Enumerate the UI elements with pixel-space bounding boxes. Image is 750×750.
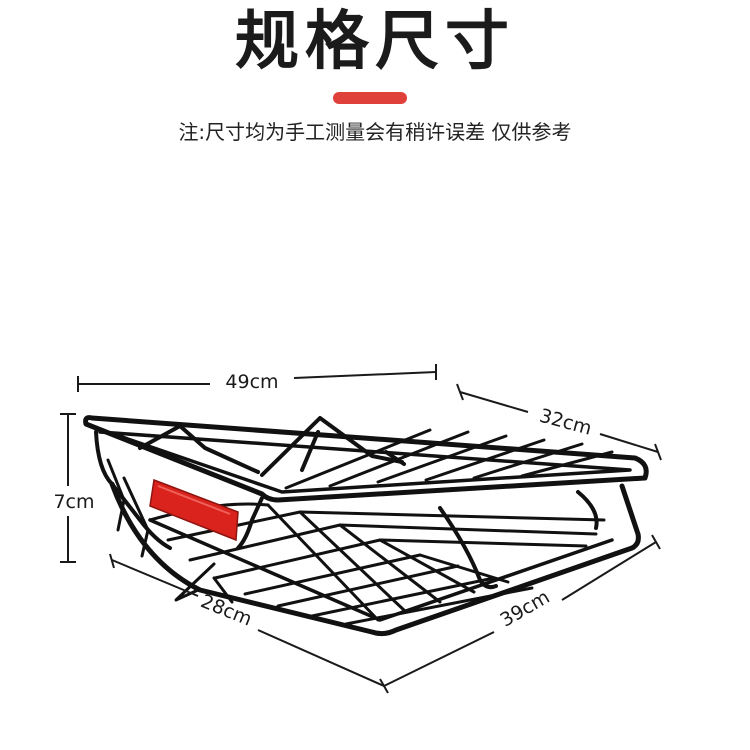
dimension-top-width: 32cm — [537, 405, 594, 440]
dimension-height: 7cm — [53, 491, 94, 513]
red-reflector — [149, 478, 239, 542]
basket-diagram: 49cm 32cm 7cm 28cm 39cm — [53, 364, 662, 694]
wire-basket-image — [83, 415, 649, 637]
title-accent-bar — [333, 92, 407, 104]
dimension-top-length: 49cm — [225, 371, 278, 393]
page-title: 规格尺寸 — [235, 5, 515, 79]
measurement-note: 注:尺寸均为手工测量会有稍许误差 仅供参考 — [178, 120, 572, 144]
